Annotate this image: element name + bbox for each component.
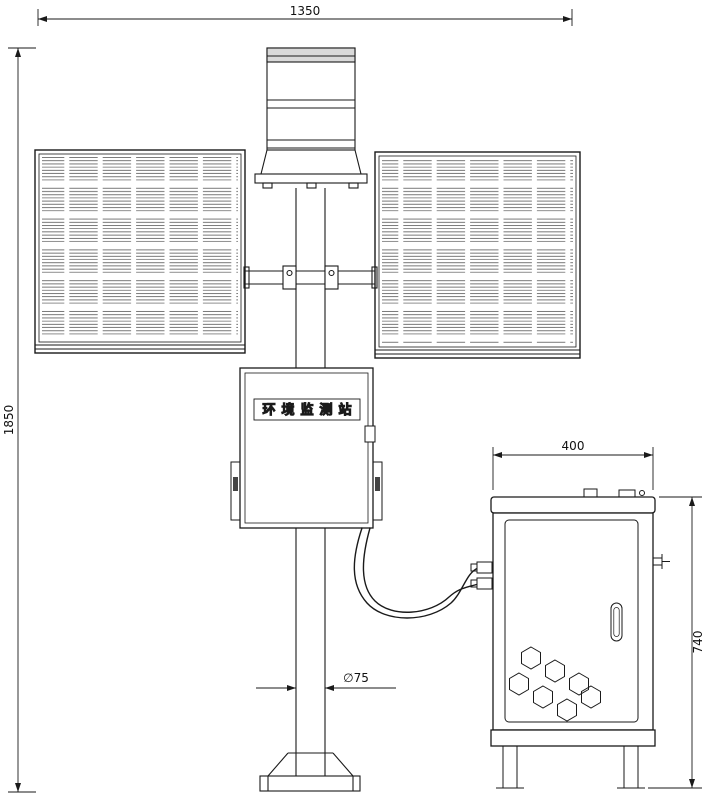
clamp-bolt-left: [286, 269, 293, 277]
vent-hexagons: [509, 646, 601, 722]
pole-clamp-left: [282, 265, 297, 290]
dim-pole-diameter-label: ∅75: [343, 671, 369, 685]
dimension-cabinet-height: 740: [648, 496, 705, 789]
dim-cabinet-height-label: 740: [691, 631, 705, 654]
sensor-flange: [254, 173, 368, 184]
cabinet-lid: [490, 496, 656, 514]
station-name-label: 环境监测站: [262, 402, 357, 418]
dimension-pole-diameter: ∅75: [256, 671, 396, 691]
station-name-plate: [253, 398, 361, 421]
sensor-top-band: [266, 47, 356, 63]
cabinet-door: [504, 519, 639, 723]
solar-panel-left: [34, 149, 246, 354]
cabinet-top-fittings: [583, 488, 645, 498]
cable-connectors: [470, 561, 493, 590]
hinge-right: [375, 477, 380, 491]
solar-cells-left: [42, 157, 238, 339]
cabinet-body: [492, 512, 654, 731]
hinge-left: [233, 477, 238, 491]
solar-panel-right: [374, 151, 581, 359]
top-sensor-cylinder: [254, 47, 368, 189]
dim-overall-width-label: 1350: [290, 4, 321, 18]
equipment-cabinet: [470, 488, 670, 789]
pole-base: [259, 752, 361, 792]
dimension-overall-width: 1350: [37, 4, 573, 26]
dim-cabinet-width-label: 400: [562, 439, 585, 453]
solar-cells-right: [382, 159, 573, 344]
door-handle: [610, 602, 623, 642]
dimension-overall-height: 1850: [2, 47, 36, 793]
dimension-cabinet-width: 400: [492, 439, 654, 490]
cabinet-legs: [496, 745, 645, 789]
cross-arm: [243, 265, 378, 290]
clamp-bolt-right: [328, 269, 335, 277]
signal-cable: [353, 527, 479, 619]
cabinet-base: [490, 729, 656, 747]
dim-overall-height-label: 1850: [2, 405, 16, 436]
control-box: 环境监测站: [230, 367, 383, 529]
door-latch: [364, 425, 376, 443]
side-bolt-fitting: [652, 554, 670, 569]
pole-clamp-right: [324, 265, 339, 290]
